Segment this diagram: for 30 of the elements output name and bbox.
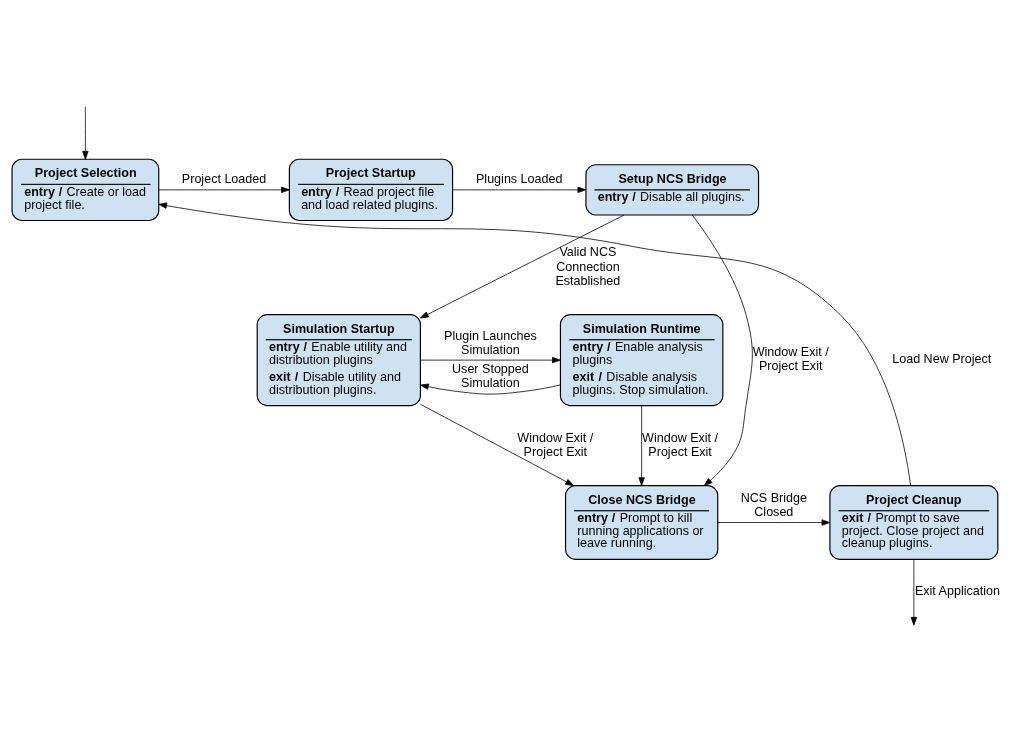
arrow	[158, 202, 911, 486]
node-box: Setup NCS Bridge entry / Disable all plugins.	[585, 163, 760, 216]
arrow	[691, 214, 753, 486]
edge-label: Load New Project	[892, 351, 992, 366]
arrow	[420, 356, 561, 363]
edge-label: Window Exit / Project Exit	[752, 344, 829, 373]
node-box: Close NCS Bridge entry / Prompt to kill running applications or leave running.	[564, 484, 719, 560]
arrow	[420, 383, 561, 395]
node-box: Simulation Startup entry / Enable utility and distribution plugins exit / Disable utility and distribution plugins.	[256, 313, 421, 406]
edge-label: Window Exit / Project Exit	[642, 430, 719, 459]
edge-label: Plugin Launches Simulation	[444, 328, 537, 357]
arrow	[158, 186, 290, 193]
edge-label: Window Exit / Project Exit	[517, 430, 594, 459]
edge-label: Exit Application	[914, 583, 1000, 598]
arrow	[910, 558, 917, 626]
arrow	[420, 214, 625, 318]
edge-label: NCS Bridge Closed	[740, 490, 807, 519]
edge-label: Plugins Loaded	[475, 171, 563, 186]
edge-label: User Stopped Simulation	[452, 361, 529, 390]
arrow	[420, 403, 574, 486]
edge-label: Valid NCS Connection Established	[555, 244, 621, 288]
arrow	[452, 186, 587, 193]
node-box: Project Cleanup exit / Prompt to save project. Close project and cleanup plugins.	[829, 484, 999, 560]
node-box: Project Startup entry / Read project file and load related plugins.	[288, 158, 454, 221]
edge-label: Project Loaded	[181, 171, 267, 186]
arrow	[638, 404, 645, 486]
node-box: Project Selection entry / Create or load project file.	[11, 158, 160, 221]
node-box: Simulation Runtime entry / Enable analysis plugins exit / Disable analysis plugins. Stop simulation.	[559, 313, 724, 406]
arrow	[717, 518, 831, 526]
arrow	[82, 105, 89, 160]
